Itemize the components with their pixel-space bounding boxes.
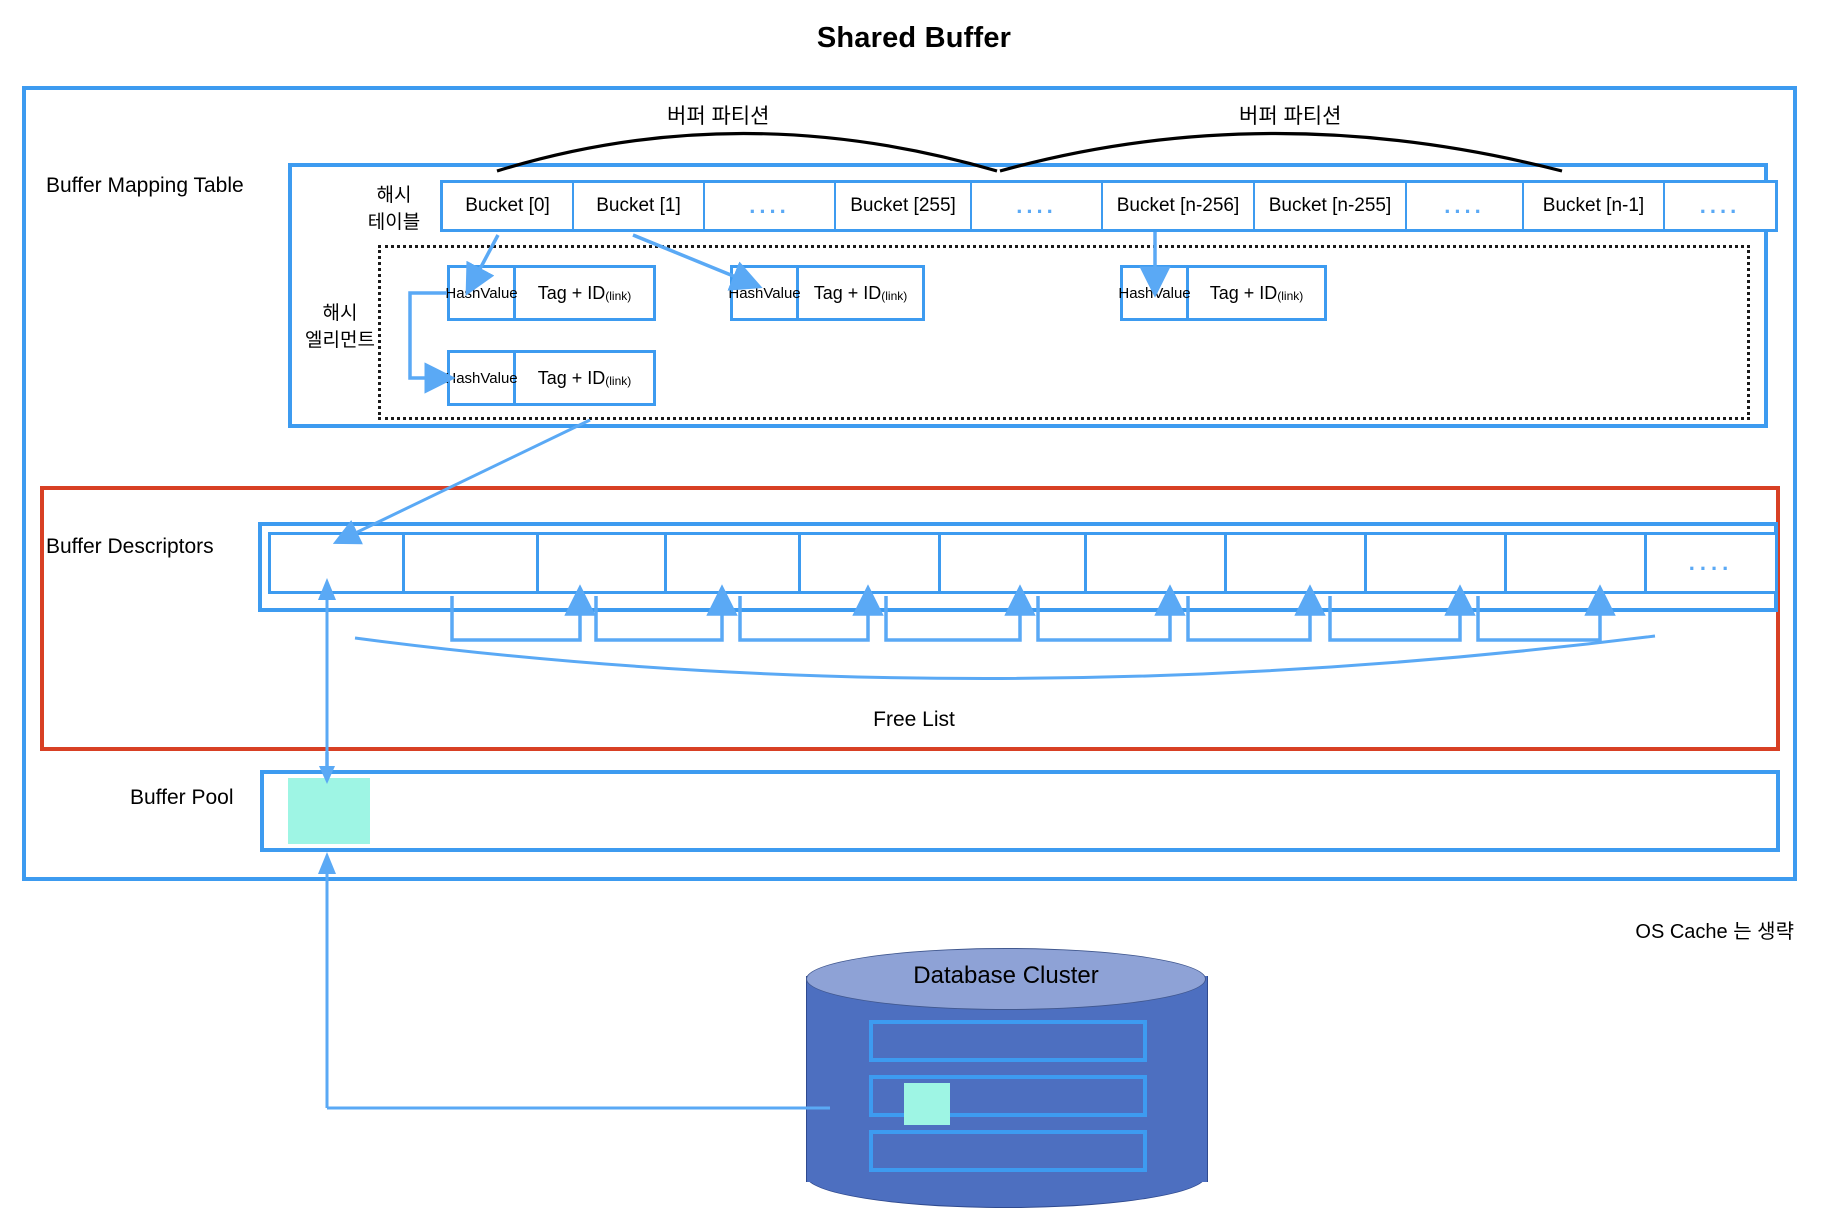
db-page-bar bbox=[869, 1130, 1147, 1172]
bucket-ellipsis: .... bbox=[1699, 193, 1741, 218]
buffer-descriptors-label: Buffer Descriptors bbox=[46, 535, 214, 558]
bucket-cell: Bucket [n-256] bbox=[1103, 183, 1255, 229]
buffer-partition-label-right: 버퍼 파티션 bbox=[1239, 105, 1342, 128]
hash-table-label: 해시 테이블 bbox=[358, 182, 430, 236]
hash-element-tag-id: Tag + ID(link) bbox=[537, 282, 632, 304]
hash-element-tag-id: Tag + ID(link) bbox=[813, 282, 908, 304]
database-cluster-title: Database Cluster bbox=[913, 962, 1099, 989]
hash-element-tag-id: Tag + ID(link) bbox=[1209, 282, 1304, 304]
descriptor-cell bbox=[1227, 535, 1367, 591]
hash-element-label-line2: 엘리먼트 bbox=[305, 330, 375, 351]
db-page-bar bbox=[869, 1020, 1147, 1062]
buffer-pool-frame bbox=[260, 770, 1780, 852]
hash-element-label: 해시 엘리먼트 bbox=[300, 300, 380, 354]
bucket-cell: Bucket [n-1] bbox=[1524, 183, 1665, 229]
db-page-bar bbox=[869, 1075, 1147, 1117]
hash-element-label-line1: 해시 bbox=[322, 303, 358, 324]
descriptor-cell bbox=[667, 535, 801, 591]
descriptor-cell bbox=[1087, 535, 1227, 591]
bucket-ellipsis: .... bbox=[1407, 183, 1524, 229]
descriptor-cell bbox=[539, 535, 667, 591]
hash-table-label-line1: 해시 bbox=[376, 185, 412, 206]
buffer-descriptor-cells: .... bbox=[268, 532, 1778, 594]
bucket-ellipsis: .... bbox=[705, 183, 836, 229]
shared-buffer-frame bbox=[22, 86, 1797, 881]
descriptor-ellipsis: .... bbox=[1688, 550, 1734, 575]
descriptor-cell bbox=[1367, 535, 1507, 591]
buffer-pool-page-block bbox=[288, 778, 370, 844]
db-cylinder-top bbox=[806, 948, 1206, 1010]
buffer-pool-label: Buffer Pool bbox=[130, 786, 234, 809]
database-cluster: Database Cluster bbox=[806, 948, 1208, 1210]
buffer-partition-label-left: 버퍼 파티션 bbox=[667, 105, 770, 128]
free-list-label: Free List bbox=[873, 708, 955, 731]
descriptor-cell bbox=[1507, 535, 1647, 591]
os-cache-note: OS Cache 는 생략 bbox=[1635, 921, 1794, 943]
page-title: Shared Buffer bbox=[816, 22, 1012, 54]
buffer-mapping-table-label: Buffer Mapping Table bbox=[46, 174, 244, 197]
hash-element-tag-id: Tag + ID(link) bbox=[537, 367, 632, 389]
descriptor-cell bbox=[801, 535, 941, 591]
hash-table-label-line2: 테이블 bbox=[367, 212, 421, 233]
bucket-ellipsis: .... bbox=[972, 183, 1103, 229]
hash-bucket-row: Bucket [0]Bucket [1]....Bucket [255]....… bbox=[440, 180, 1778, 232]
bucket-cell: Bucket [1] bbox=[574, 183, 705, 229]
db-page-highlight-block bbox=[904, 1083, 950, 1125]
descriptor-cell bbox=[405, 535, 539, 591]
descriptor-cell bbox=[941, 535, 1087, 591]
db-cylinder-body bbox=[806, 976, 1208, 1182]
bucket-cell: Bucket [0] bbox=[443, 183, 574, 229]
bucket-cell: Bucket [n-255] bbox=[1255, 183, 1407, 229]
descriptor-cell bbox=[271, 535, 405, 591]
hash-element-container bbox=[378, 245, 1750, 420]
buffer-descriptors-red-frame bbox=[40, 486, 1780, 751]
bucket-cell: Bucket [255] bbox=[836, 183, 972, 229]
